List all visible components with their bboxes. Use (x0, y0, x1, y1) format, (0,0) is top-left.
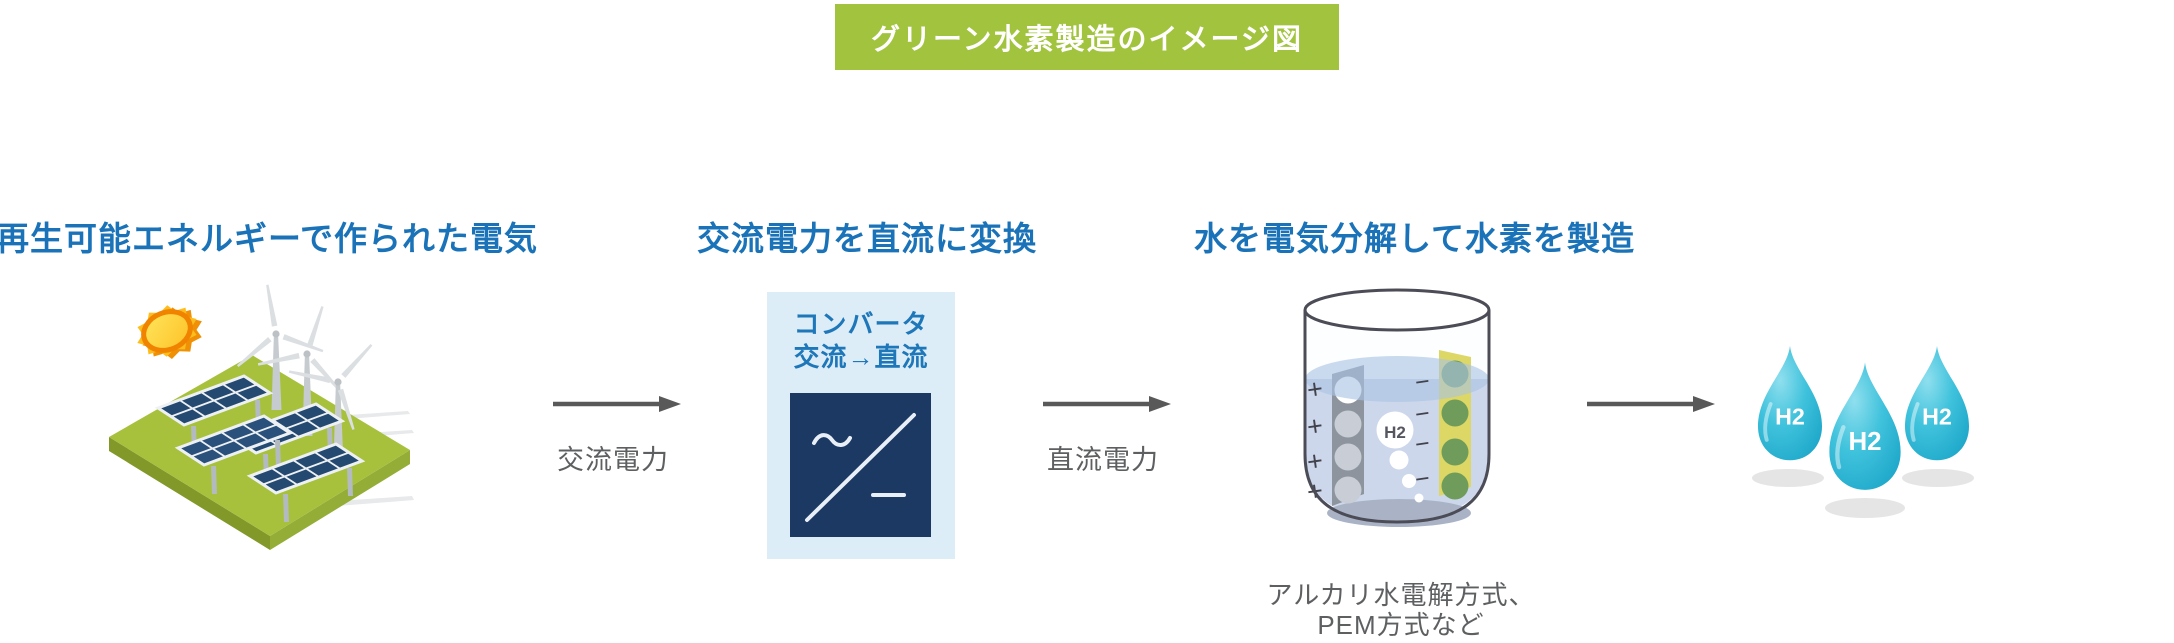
plus-signs: + + + + (1305, 373, 1325, 507)
ac-power-label: 交流電力 (557, 445, 669, 475)
caption-line1: アルカリ水電解方式、 (1266, 580, 1536, 610)
h2-bubble-label: H2 (1384, 423, 1406, 442)
ac-dc-symbol-icon (790, 393, 931, 537)
h2-droplet: H2 (1904, 345, 1970, 461)
minus-signs: − − − − (1413, 367, 1431, 494)
converter-box-line1: コンバータ (793, 309, 929, 339)
h2-droplet: H2 (1757, 345, 1823, 461)
droplet-label: H2 (1922, 403, 1952, 429)
minus-sign: − (1413, 429, 1431, 459)
converter-box: コンバータ 交流→直流 (767, 292, 955, 559)
banner: グリーン水素製造のイメージ図 (835, 4, 1339, 70)
droplet-label: H2 (1775, 403, 1805, 429)
wind-turbine (288, 344, 373, 463)
beaker-illustration: + + + + − − − − H2 (1303, 288, 1491, 527)
minus-sign: − (1413, 399, 1431, 429)
flow-arrow-dc (1043, 396, 1171, 412)
title-renewable-energy: 再生可能エネルギーで作られた電気 (0, 220, 539, 257)
minus-sign: − (1413, 464, 1431, 494)
banner-title: グリーン水素製造のイメージ図 (871, 24, 1303, 56)
h2-droplet: H2 (1829, 362, 1901, 490)
droplet-label: H2 (1848, 428, 1881, 456)
sun-icon (137, 305, 202, 359)
title-converter: 交流電力を直流に変換 (697, 220, 1037, 257)
title-electrolysis: 水を電気分解して水素を製造 (1194, 220, 1636, 257)
solar-wind-illustration (109, 284, 414, 550)
droplet-shadow (1825, 498, 1905, 518)
converter-box-line2: 交流→直流 (793, 342, 929, 372)
solar-panels (154, 374, 366, 522)
solar-panel (246, 442, 366, 522)
hydrogen-bubbles: H2 (1376, 411, 1424, 503)
water-surface (1305, 356, 1489, 402)
plus-sign: + (1305, 445, 1325, 477)
flow-arrow-ac (553, 396, 681, 412)
solar-panel (174, 414, 294, 494)
beaker-rim (1303, 288, 1491, 332)
dc-power-label: 直流電力 (1047, 445, 1159, 475)
plus-sign: + (1305, 410, 1325, 442)
flow-arrow-output (1587, 396, 1715, 412)
caption-line2: PEM方式など (1317, 610, 1485, 640)
droplet-shadow (1752, 469, 1824, 487)
hydrogen-droplets-illustration: H2 H2 H2 (1752, 345, 1974, 518)
electrolysis-caption: アルカリ水電解方式、 PEM方式など (1241, 580, 1561, 640)
wind-turbine (236, 284, 324, 410)
droplet-shadow (1902, 469, 1974, 487)
minus-sign: − (1413, 367, 1431, 397)
plus-sign: + (1305, 373, 1325, 405)
